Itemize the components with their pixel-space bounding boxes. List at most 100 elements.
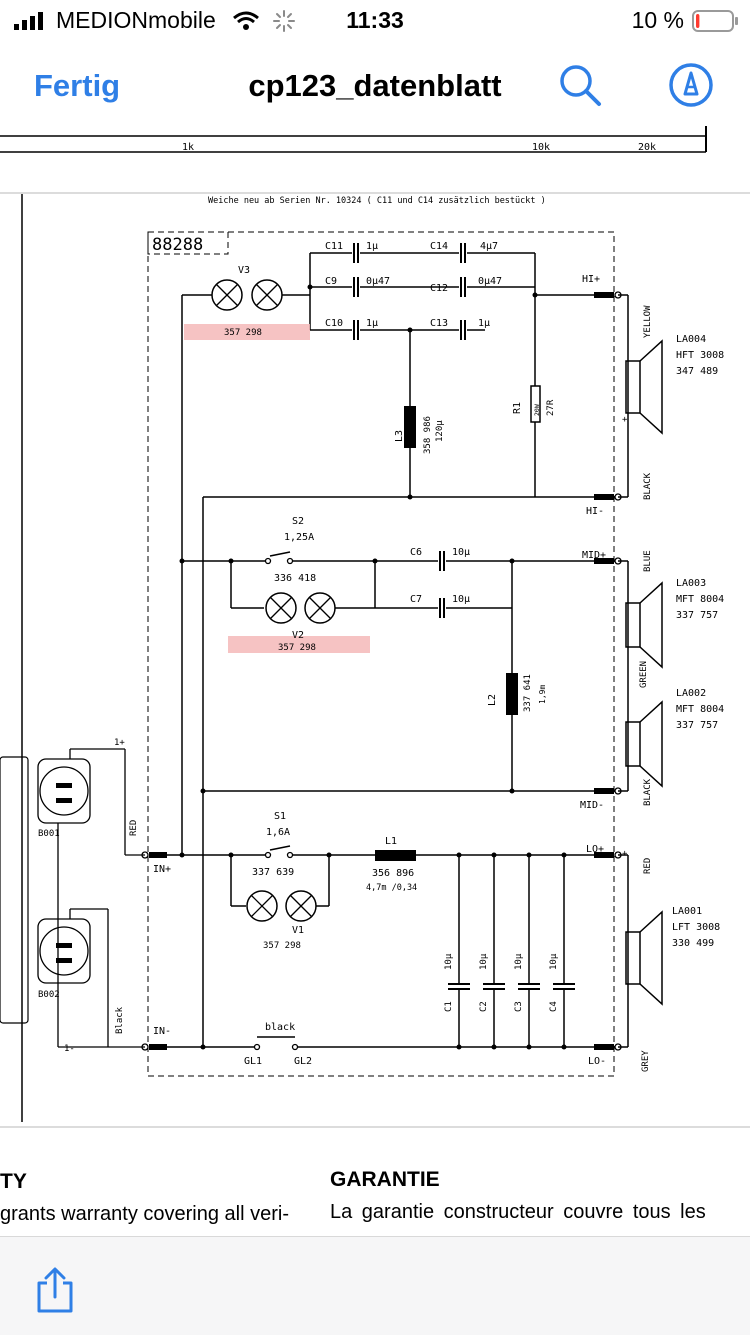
socket-b002-pin: 1-	[64, 1044, 75, 1054]
axis-tick-20k: 20k	[638, 142, 656, 153]
wire-green: GREEN	[639, 661, 649, 688]
terminal-mid-plus: MID+	[582, 550, 606, 561]
battery-percent: 10 %	[631, 7, 684, 33]
c3-value: 10µ	[514, 953, 524, 970]
document-viewer[interactable]: 1k 10k 20k Weiche neu ab Serien Nr. 1032…	[0, 126, 750, 1236]
page-divider	[0, 1126, 750, 1128]
c1-label: C1	[444, 1001, 454, 1012]
navigation-bar: Fertig cp123_datenblatt	[0, 44, 750, 126]
terminal-in-plus: IN+	[153, 864, 171, 875]
c10-value: 1µ	[366, 318, 378, 329]
done-button[interactable]: Fertig	[34, 68, 121, 103]
c11-value: 1µ	[366, 241, 378, 252]
terminal-gl1: GL1	[244, 1056, 262, 1067]
c4-label: C4	[549, 1001, 559, 1012]
schematic-header-note: Weiche neu ab Serien Nr. 10324 ( C11 und…	[208, 196, 546, 206]
s2-rating: 1,25A	[284, 532, 314, 543]
black-bridge-label: black	[265, 1022, 295, 1033]
share-icon[interactable]	[34, 1267, 76, 1315]
speaker-la003-id: LA003	[676, 578, 706, 589]
l1-value: 4,7m /0,34	[366, 883, 417, 893]
l3-label: L3	[394, 430, 405, 442]
v3-label: V3	[238, 265, 250, 276]
speaker-la002-model: MFT 8004	[676, 704, 724, 715]
carrier-name: MEDIONmobile	[56, 7, 216, 33]
wire-black-hi: BLACK	[643, 472, 653, 500]
c10-label: C10	[325, 318, 343, 329]
s2-part: 336 418	[274, 573, 316, 584]
s2-label: S2	[292, 516, 304, 527]
c13-label: C13	[430, 318, 448, 329]
wire-blue: BLUE	[643, 550, 653, 572]
v1-label: V1	[292, 925, 304, 936]
l2-label: L2	[487, 694, 498, 706]
warranty-fr-text: La garantie constructeur couvre tous les	[330, 1201, 706, 1223]
search-icon[interactable]	[557, 62, 603, 108]
c6-value: 10µ	[452, 547, 470, 558]
speaker-la004-model: HFT 3008	[676, 350, 724, 361]
c9-value: 0µ47	[366, 276, 390, 287]
crossover-schematic: Weiche neu ab Serien Nr. 10324 ( C11 und…	[0, 194, 724, 1122]
wire-black-mid: BLACK	[643, 778, 653, 806]
speaker-la002-id: LA002	[676, 688, 706, 699]
c1-value: 10µ	[444, 953, 454, 970]
markup-pen-icon[interactable]	[668, 62, 714, 108]
terminal-mid-minus: MID-	[580, 800, 604, 811]
s1-label: S1	[274, 811, 286, 822]
wire-red-in: RED	[129, 820, 139, 836]
c4-value: 10µ	[549, 953, 559, 970]
warranty-en-text: grants warranty covering all veri-	[0, 1203, 289, 1225]
speaker-la001-id: LA001	[672, 906, 702, 917]
speaker-la002-part: 337 757	[676, 720, 718, 731]
axis-tick-10k: 10k	[532, 142, 550, 153]
speaker-la004-part: 347 489	[676, 366, 718, 377]
terminal-in-minus: IN-	[153, 1026, 171, 1037]
l1-label: L1	[385, 836, 397, 847]
speaker-la003-model: MFT 8004	[676, 594, 724, 605]
warranty-fr-heading: GARANTIE	[330, 1168, 440, 1191]
wire-yellow: YELLOW	[643, 305, 653, 338]
c7-label: C7	[410, 594, 422, 605]
wire-black-in: Black	[115, 1006, 125, 1034]
wifi-icon	[233, 11, 259, 30]
s1-rating: 1,6A	[266, 827, 290, 838]
c7-value: 10µ	[452, 594, 470, 605]
v1-part: 357 298	[263, 941, 301, 951]
clock: 11:33	[346, 7, 404, 33]
r1-value: 27R	[546, 399, 556, 416]
c12-value: 0µ47	[478, 276, 502, 287]
l2-part: 337 641	[523, 674, 533, 712]
c13-value: 1µ	[478, 318, 490, 329]
c6-label: C6	[410, 547, 422, 558]
speaker-la004-plus: +	[622, 415, 628, 425]
speaker-la001-plus: +	[622, 849, 628, 859]
c11-label: C11	[325, 241, 343, 252]
c2-value: 10µ	[479, 953, 489, 970]
speaker-la004-id: LA004	[676, 334, 706, 345]
battery-level-fill	[696, 14, 700, 28]
c14-value: 4µ7	[480, 241, 498, 252]
terminal-gl2: GL2	[294, 1056, 312, 1067]
frequency-graph-bottom: 1k 10k 20k	[0, 126, 707, 153]
c3-label: C3	[514, 1001, 524, 1012]
terminal-lo-plus: LO+	[586, 844, 604, 855]
board-id: 88288	[152, 235, 203, 255]
status-bar: MEDIONmobile 11:33 10 %	[0, 0, 750, 44]
bottom-toolbar	[0, 1236, 750, 1335]
cellular-signal-icon	[14, 12, 43, 30]
r1-power: 20W	[533, 404, 541, 416]
socket-b001-label: B001	[38, 829, 60, 839]
v3-part: 357 298	[224, 328, 262, 338]
battery-icon	[692, 10, 738, 32]
c14-label: C14	[430, 241, 448, 252]
c2-label: C2	[479, 1001, 489, 1012]
axis-tick-1k: 1k	[182, 142, 194, 153]
s1-part: 337 639	[252, 867, 294, 878]
r1-label: R1	[512, 402, 523, 414]
v2-label: V2	[292, 630, 304, 641]
speaker-la001-part: 330 499	[672, 938, 714, 949]
loading-spinner-icon	[273, 10, 295, 32]
terminal-hi-minus: HI-	[586, 506, 604, 517]
document-title: cp123_datenblatt	[248, 68, 502, 103]
page-divider	[0, 192, 750, 194]
